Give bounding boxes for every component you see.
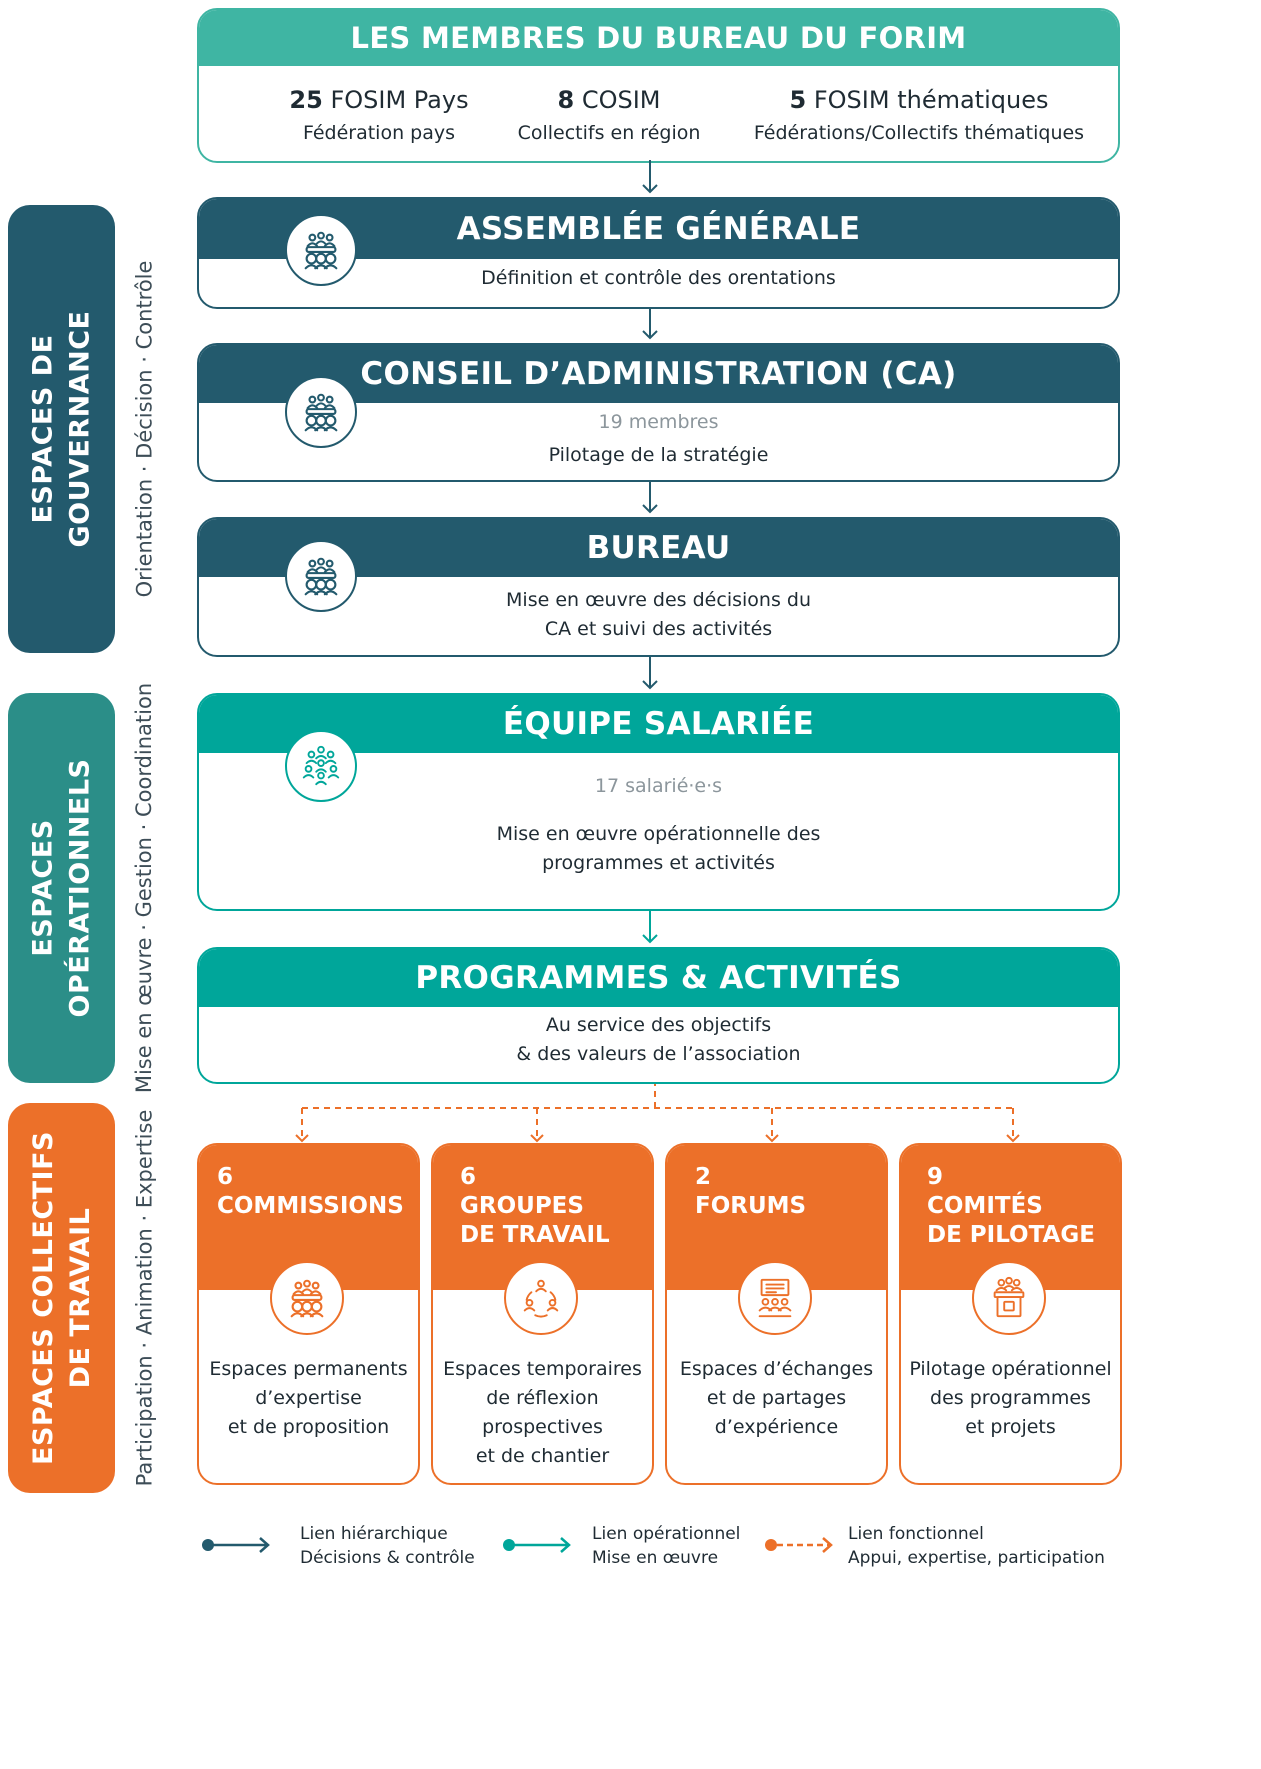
equipe-salariee-box: ÉQUIPE SALARIÉE 17 salarié·e·s Mise en œ… xyxy=(197,693,1120,911)
collective-side-label: ESPACES COLLECTIFS DE TRAVAIL xyxy=(8,1103,115,1493)
card-title-1: COMITÉS xyxy=(927,1193,1043,1219)
member-desc: Collectifs en région xyxy=(517,122,701,144)
card-title-1: FORUMS xyxy=(695,1193,807,1219)
equipe-count: 17 salarié·e·s xyxy=(594,775,723,797)
legend-icons xyxy=(202,1537,833,1553)
member-count: 25 xyxy=(289,86,323,114)
programmes-activites-box: PROGRAMMES & ACTIVITÉS Au service des ob… xyxy=(197,947,1120,1084)
member-name: FOSIM Pays xyxy=(330,86,469,114)
assemblee-generale-desc: Définition et contrôle des orentations xyxy=(481,267,836,289)
bureau-desc-2: CA et suivi des activités xyxy=(544,618,773,640)
arrow-equipe-to-programmes xyxy=(642,907,658,944)
meeting-table-icon xyxy=(285,214,357,286)
arrow-top-to-ag xyxy=(642,160,658,194)
card-number: 2 xyxy=(695,1164,712,1190)
legend-hierarchique: Lien hiérarchique Décisions & contrôle xyxy=(300,1524,475,1568)
ca-member-count: 19 membres xyxy=(598,411,719,433)
dashed-orange-arrow-icon xyxy=(765,1537,833,1553)
cycle-people-icon xyxy=(504,1261,578,1335)
card-description: Pilotage opérationnel des programmes et … xyxy=(909,1358,1112,1438)
solid-teal-arrow-icon xyxy=(503,1537,571,1553)
operational-side-label: ESPACES OPÉRATIONNELS xyxy=(8,693,115,1083)
card-description: Espaces d’échanges et de partages d’expé… xyxy=(679,1358,874,1438)
card-groupes-de-travail: 6 GROUPES DE TRAVAIL Espaces temporaires… xyxy=(431,1143,654,1485)
member-name: FOSIM thématiques xyxy=(813,86,1049,114)
podium-icon xyxy=(972,1261,1046,1335)
arrow-ag-to-ca xyxy=(642,305,658,340)
card-description: Espaces permanents d’expertise et de pro… xyxy=(209,1358,408,1438)
team-icon xyxy=(285,730,357,802)
member-desc: Fédération pays xyxy=(302,122,456,144)
member-count: 8 xyxy=(557,86,575,114)
programmes-desc-1: Au service des objectifs xyxy=(545,1014,772,1036)
member-name: COSIM xyxy=(581,86,661,114)
conseil-administration-title: CONSEIL D’ADMINISTRATION (CA) xyxy=(199,345,1118,403)
card-comites-de-pilotage: 9 COMITÉS DE PILOTAGE Pilotage opération… xyxy=(899,1143,1122,1485)
member-count: 5 xyxy=(789,86,807,114)
equipe-desc-1: Mise en œuvre opérationnelle des xyxy=(496,823,821,845)
presentation-icon xyxy=(738,1261,812,1335)
arrow-bureau-to-equipe xyxy=(642,653,658,690)
card-number: 6 xyxy=(460,1164,477,1190)
bureau-members-box: LES MEMBRES DU BUREAU DU FORIM 25 FOSIM … xyxy=(197,8,1120,163)
bureau-members-title: LES MEMBRES DU BUREAU DU FORIM xyxy=(199,10,1118,66)
legend-fonctionnel: Lien fonctionnel Appui, expertise, parti… xyxy=(848,1524,1105,1568)
card-title-1: COMMISSIONS xyxy=(217,1193,404,1219)
card-forums: 2 FORUMS Espaces d’échanges et de partag… xyxy=(665,1143,888,1485)
meeting-table-icon xyxy=(270,1261,344,1335)
programmes-desc-2: & des valeurs de l’association xyxy=(516,1043,801,1065)
solid-dark-arrow-icon xyxy=(202,1537,270,1553)
card-title-2: DE TRAVAIL xyxy=(460,1222,610,1248)
ca-desc: Pilotage de la stratégie xyxy=(548,444,769,466)
conseil-administration-box: CONSEIL D’ADMINISTRATION (CA) 19 membres… xyxy=(197,343,1120,482)
member-fosim-thematiques: 5 FOSIM thématiques Fédérations/Collecti… xyxy=(734,86,1104,144)
arrow-ca-to-bureau xyxy=(642,478,658,514)
member-fosim-pays: 25 FOSIM Pays Fédération pays xyxy=(239,86,519,144)
bureau-desc-1: Mise en œuvre des décisions du xyxy=(506,589,811,611)
legend-operationnel: Lien opérationnel Mise en œuvre xyxy=(592,1524,741,1568)
card-description: Espaces temporaires de réflexion prospec… xyxy=(443,1358,642,1467)
equipe-salariee-title: ÉQUIPE SALARIÉE xyxy=(199,695,1118,753)
card-title-2: DE PILOTAGE xyxy=(927,1222,1095,1248)
governance-side-label: ESPACES DE GOUVERNANCE xyxy=(8,205,115,653)
card-number: 6 xyxy=(217,1164,234,1190)
card-commissions: 6 COMMISSIONS Espaces permanents d’exper… xyxy=(197,1143,420,1485)
programmes-activites-title: PROGRAMMES & ACTIVITÉS xyxy=(199,949,1118,1007)
meeting-table-icon xyxy=(285,540,357,612)
card-title-1: GROUPES xyxy=(460,1193,584,1219)
equipe-desc-2: programmes et activités xyxy=(542,852,775,874)
member-cosim: 8 COSIM Collectifs en région xyxy=(499,86,719,144)
meeting-table-icon xyxy=(285,376,357,448)
member-desc: Fédérations/Collectifs thématiques xyxy=(753,122,1085,144)
card-number: 9 xyxy=(927,1164,944,1190)
